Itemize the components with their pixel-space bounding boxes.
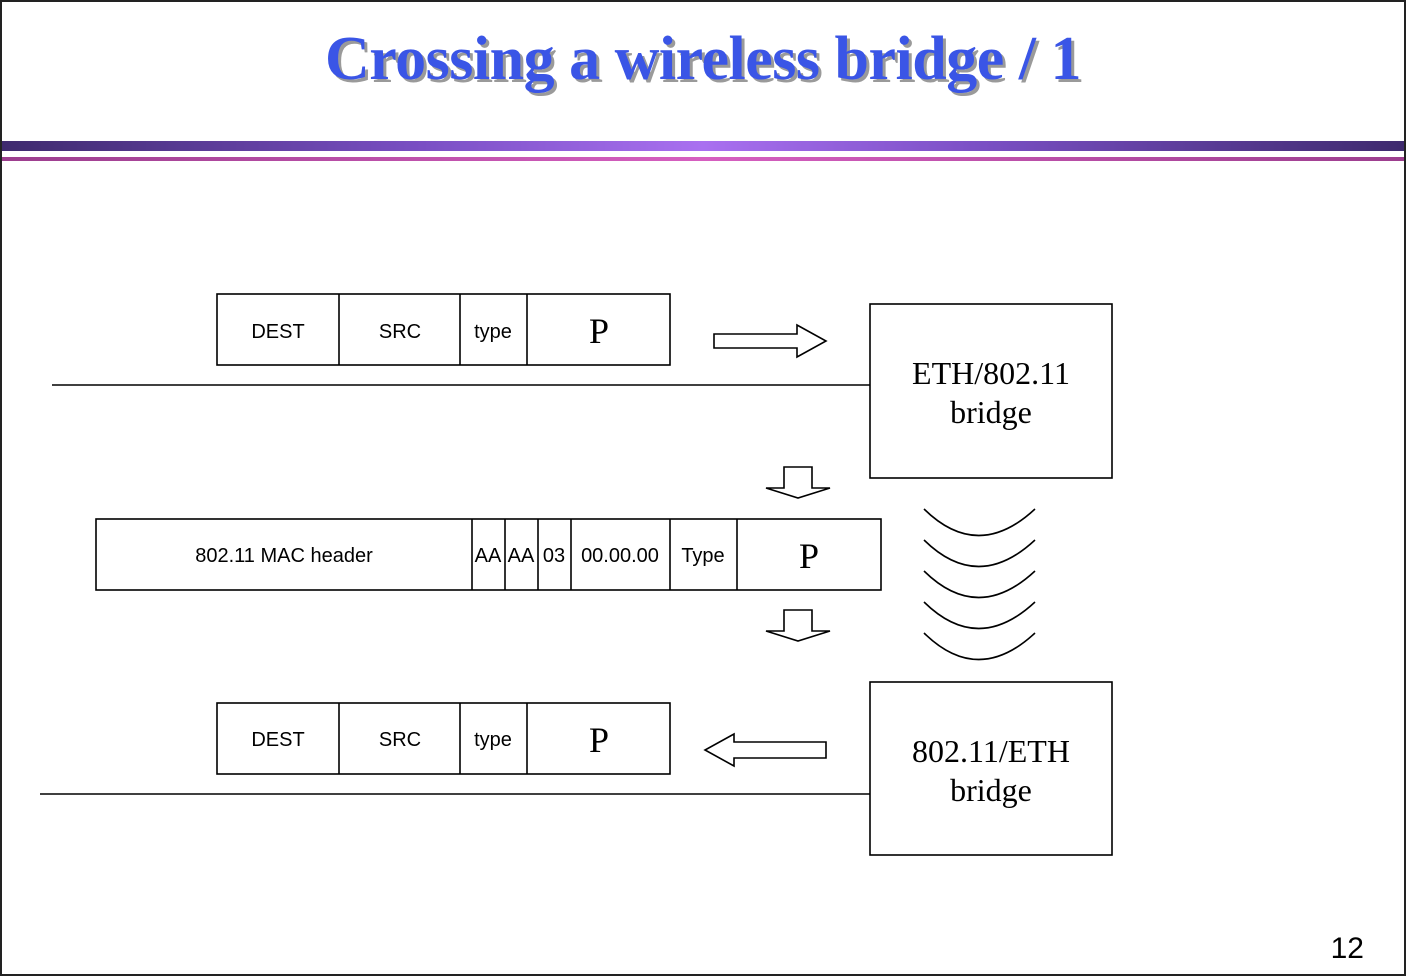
wifi-field-ctrl: 03 [543,545,565,567]
frame-field-type: type [474,729,512,751]
frame-field-src: SRC [379,729,421,751]
bridge-top-label-line2: bridge [950,394,1032,430]
wifi-field-aa1: AA [475,545,502,567]
bridge-bottom-label-line1: 802.11/ETH [912,733,1070,769]
frame-field-dest: DEST [251,729,304,751]
wifi-field-aa2: AA [508,545,535,567]
wifi-field-payload: P [799,536,819,576]
frame-field-dest: DEST [251,321,304,343]
wifi-frame [95,518,882,591]
arrow-down-icon [765,609,831,642]
ethernet-frame-top [216,293,671,366]
header-band-purple [2,141,1404,151]
wireless-waves-icon [923,508,1036,661]
header-band-pink [2,157,1404,161]
bridge-top-label-line1: ETH/802.11 [912,355,1070,391]
wifi-field-oui: 00.00.00 [581,545,659,567]
arrow-right-icon [713,323,828,359]
slide-title: Crossing a wireless bridge / 1 [324,25,1082,93]
frame-field-payload: P [589,311,609,351]
ethernet-frame-bottom [216,702,671,775]
arrow-left-icon [703,732,827,768]
bridge-wifi-to-eth [869,681,1113,856]
frame-field-type: type [474,321,512,343]
frame-field-payload: P [589,720,609,760]
bridge-eth-to-wifi [869,303,1113,479]
bridge-bottom-label-line2: bridge [950,772,1032,808]
page-number: 12 [1330,932,1364,965]
frame-field-src: SRC [379,321,421,343]
wifi-field-mac-header: 802.11 MAC header [195,545,373,567]
arrow-down-icon [765,466,831,499]
wifi-field-type: Type [681,545,724,567]
